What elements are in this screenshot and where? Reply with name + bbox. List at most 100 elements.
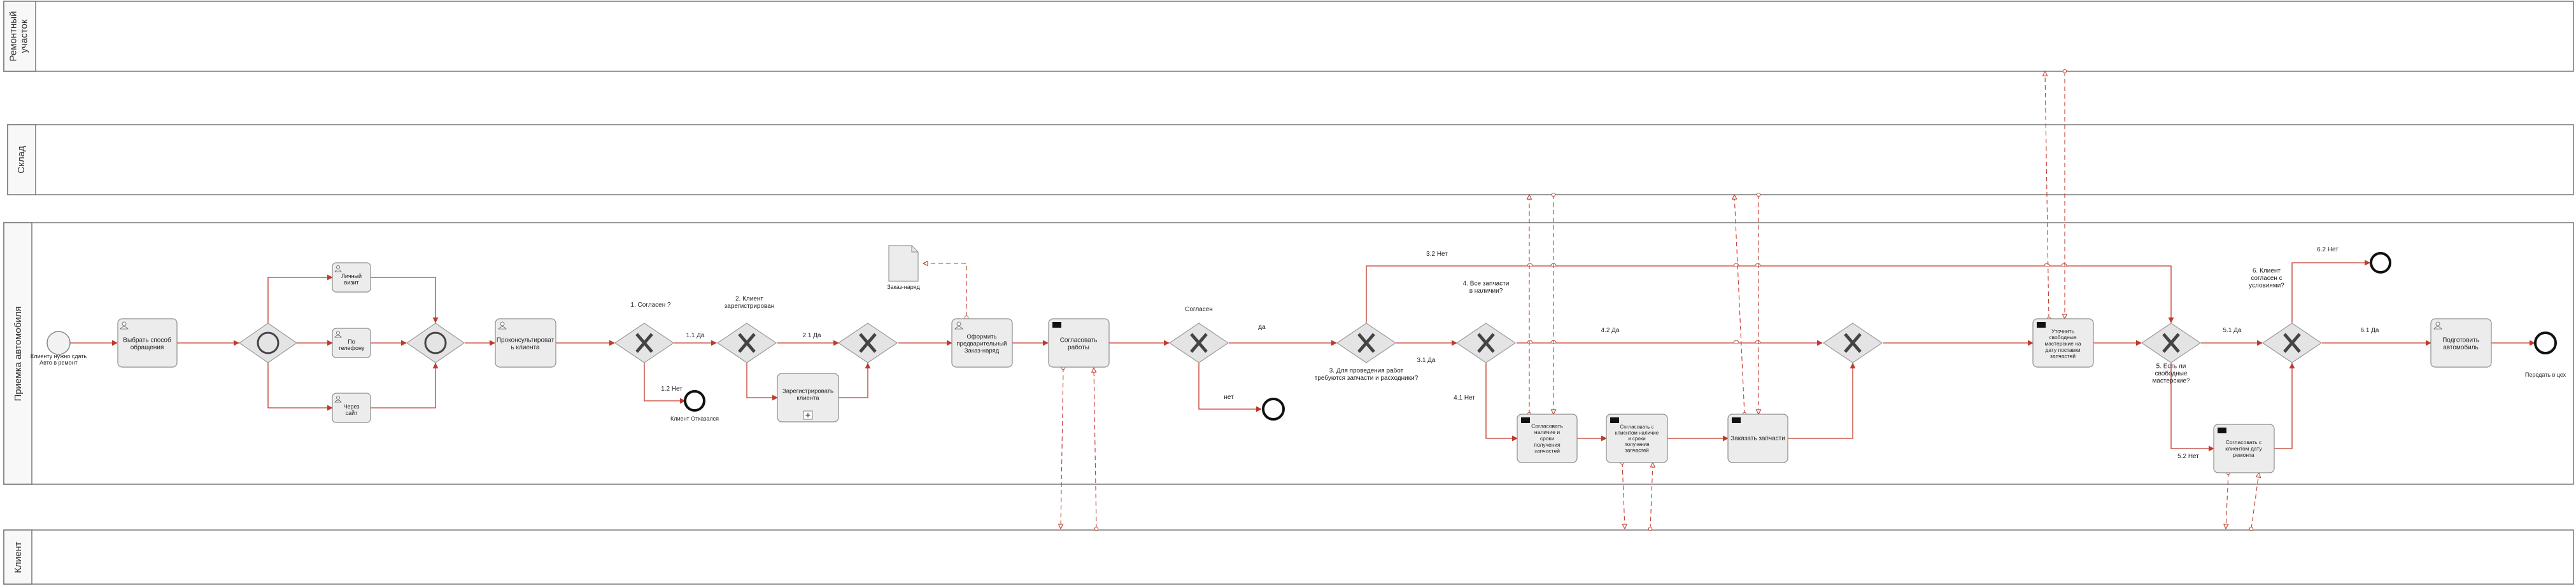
start-event [46,331,71,355]
pool-client: Клиент [3,529,2574,585]
user-icon [334,396,342,403]
flow-label-da: да [1258,324,1266,331]
gateway-xor-agree [1168,323,1229,363]
msg-clientparts-client-1 [1622,463,1625,529]
msg-date-client-1 [2226,473,2228,529]
message-icon [2218,428,2226,433]
document-order [888,245,919,282]
flow-site-to-join [371,363,439,408]
lane-title-reception: Приемка автомобиля [13,306,24,401]
message-icon [1732,417,1741,423]
flow-label-21: 2.1 Да [802,332,821,339]
end-event-refused [684,390,705,412]
user-icon [2433,321,2442,330]
flow-split-to-visit [267,274,333,324]
flow-register-to-g [839,363,871,398]
flow-gagree-no [1198,363,1262,412]
flow-labels: 1.1 Да 1.2 Нет 2.1 Да да нет 3.1 Да 3.2 … [661,246,2379,460]
msg-doc-order [923,263,966,317]
msg-orderparts-warehouse-1 [1734,195,1744,414]
gateway-inclusive-join [406,323,465,363]
end-event-terms-no [2370,252,2391,274]
pool-warehouse: Склад [7,124,2574,195]
gw-label-g1: 1. Согласен ? [630,302,671,309]
flow-label-11: 1.1 Да [686,332,704,339]
pool-repair: Ремонтныйучасток [3,1,2574,72]
svg-text:Заказать запчасти: Заказать запчасти [1730,435,1785,442]
user-icon [334,265,342,272]
flow-g4-no [1485,363,1518,442]
task-order-parts-label: Заказать запчасти [1730,435,1785,442]
flow-label-62: 6.2 Нет [2317,246,2339,253]
message-icon [2037,322,2046,328]
user-icon [954,321,963,330]
gateway-xor-g4 [1455,323,1517,363]
flow-g5-no [2170,363,2214,452]
gateway-xor-g6 [2261,323,2323,363]
msg-agree-client-2 [1094,368,1096,529]
flow-label-41: 4.1 Нет [1454,394,1475,401]
flow-g6-no [2291,260,2370,323]
gw-label-agree: Согласен [1185,306,1213,313]
flow-label-net: нет [1224,394,1234,401]
sequence-flows [70,260,2535,452]
gateway-xor-g5 [2141,323,2202,363]
flow-g2-no [746,363,778,401]
flow-label-32: 3.2 Нет [1426,251,1448,258]
msg-clarify-repair-1 [2045,71,2049,319]
lane-title-repair: Ремонтныйучасток [8,11,29,62]
user-icon [334,331,342,338]
task-order-parts[interactable]: Заказать запчасти [1727,414,1788,463]
gateway-xor-merge-register [837,323,898,363]
flow-label-31: 3.1 Да [1417,357,1435,364]
flow-g3-no [1366,265,2174,323]
gateway-inclusive-split [238,323,298,363]
flow-label-42: 4.2 Да [1601,327,1619,334]
gateway-xor-g3 [1336,323,1397,363]
message-icon [1521,417,1530,423]
gateway-xor-merge-parts [1822,323,1883,363]
flow-label-52: 5.2 Нет [2177,453,2199,460]
end-event-refused-label: Клиент Отказался [670,415,719,422]
lane-title-client: Клиент [13,541,24,573]
flow-visit-to-join [371,277,439,323]
flow-label-61: 6.1 Да [2360,327,2379,334]
subprocess-plus-icon [803,410,813,420]
gateway-xor-g2 [716,323,777,363]
